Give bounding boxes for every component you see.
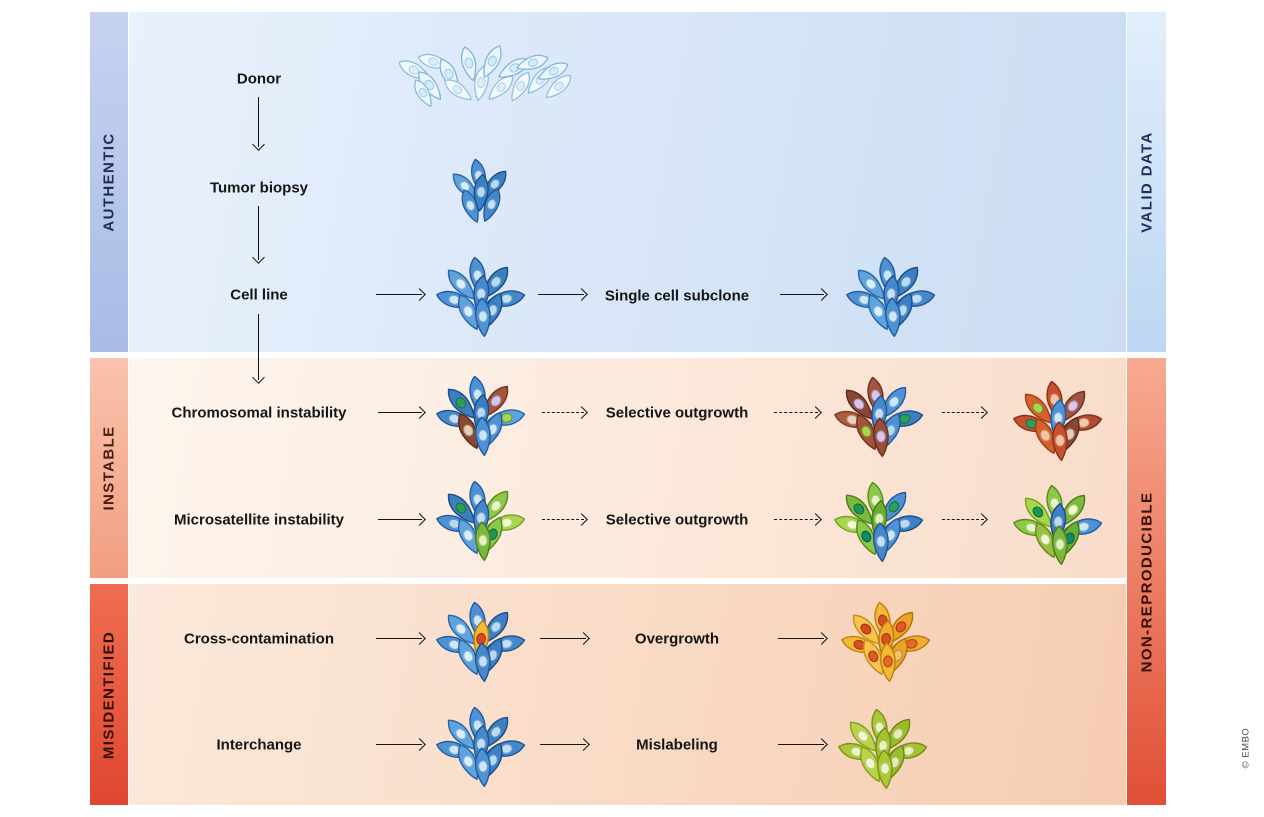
dashed-arrow-right-icon [942, 519, 984, 520]
authentic-panel [129, 12, 1126, 352]
single-cell-subclone-label: Single cell subclone [604, 287, 750, 305]
arrow-right-icon [378, 519, 422, 520]
dashed-arrow-right-icon [542, 412, 584, 413]
chromosomal-final-cluster-illustration [1013, 380, 1103, 462]
cross-contamination-label: Cross-contamination [183, 630, 335, 648]
cross-contamination-cluster-illustration [436, 601, 526, 683]
chromosomal-outgrowth-cluster-illustration [834, 376, 924, 458]
arrow-down-icon [258, 97, 259, 147]
arrow-right-icon [540, 638, 586, 639]
microsatellite-instability-label: Microsatellite instability [173, 511, 345, 529]
chromosomal-instability-label: Chromosomal instability [171, 404, 347, 422]
band-instable-label: INSTABLE [100, 425, 118, 511]
mislabeling-label: Mislabeling [636, 736, 718, 754]
dashed-arrow-right-icon [774, 519, 818, 520]
interchange-label: Interchange [216, 736, 302, 754]
arrow-right-icon [540, 744, 586, 745]
chromosomal-instability-cluster-illustration [436, 375, 526, 457]
cell-line-label: Cell line [230, 286, 288, 304]
arrow-right-icon [780, 294, 824, 295]
selective-outgrowth-label: Selective outgrowth [605, 404, 749, 422]
arrow-down-icon [258, 206, 259, 260]
subclone-cluster-illustration [846, 256, 936, 338]
microsatellite-instability-cluster-illustration [436, 480, 526, 562]
cell-line-cluster-illustration [436, 256, 526, 338]
instable-panel [129, 358, 1126, 578]
band-non-reproducible: NON-REPRODUCIBLE [1127, 358, 1166, 805]
arrow-right-icon [376, 638, 422, 639]
arrow-right-icon [376, 294, 422, 295]
interchange-cluster-illustration [436, 706, 526, 788]
band-misidentified: MISIDENTIFIED [90, 584, 128, 805]
overgrowth-cluster-illustration [841, 601, 931, 683]
band-authentic-label: AUTHENTIC [100, 132, 118, 232]
overgrowth-label: Overgrowth [634, 630, 720, 648]
arrow-right-icon [378, 412, 422, 413]
selective-outgrowth-label: Selective outgrowth [605, 511, 749, 529]
tumor-biopsy-label: Tumor biopsy [209, 179, 309, 197]
arrow-right-icon [538, 294, 584, 295]
microsatellite-outgrowth-cluster-illustration [834, 481, 924, 563]
mislabeled-cluster-illustration [838, 708, 928, 790]
dashed-arrow-right-icon [774, 412, 818, 413]
band-valid-data: VALID DATA [1127, 12, 1166, 352]
donor-label: Donor [236, 70, 282, 88]
dashed-arrow-right-icon [542, 519, 584, 520]
band-authentic: AUTHENTIC [90, 12, 128, 352]
copyright-credit: © EMBO [1240, 727, 1252, 769]
band-instable: INSTABLE [90, 358, 128, 578]
tumor-biopsy-cluster-illustration [452, 158, 507, 223]
microsatellite-final-cluster-illustration [1013, 484, 1103, 566]
dashed-arrow-right-icon [942, 412, 984, 413]
donor-tissue-cluster-illustration [398, 45, 572, 107]
band-misidentified-label: MISIDENTIFIED [100, 630, 118, 759]
band-non-reproducible-label: NON-REPRODUCIBLE [1138, 491, 1155, 672]
arrow-right-icon [778, 744, 824, 745]
misidentified-panel [129, 584, 1126, 805]
arrow-right-icon [376, 744, 422, 745]
arrow-right-icon [778, 638, 824, 639]
arrow-down-icon [258, 314, 259, 380]
band-valid-data-label: VALID DATA [1138, 131, 1155, 233]
